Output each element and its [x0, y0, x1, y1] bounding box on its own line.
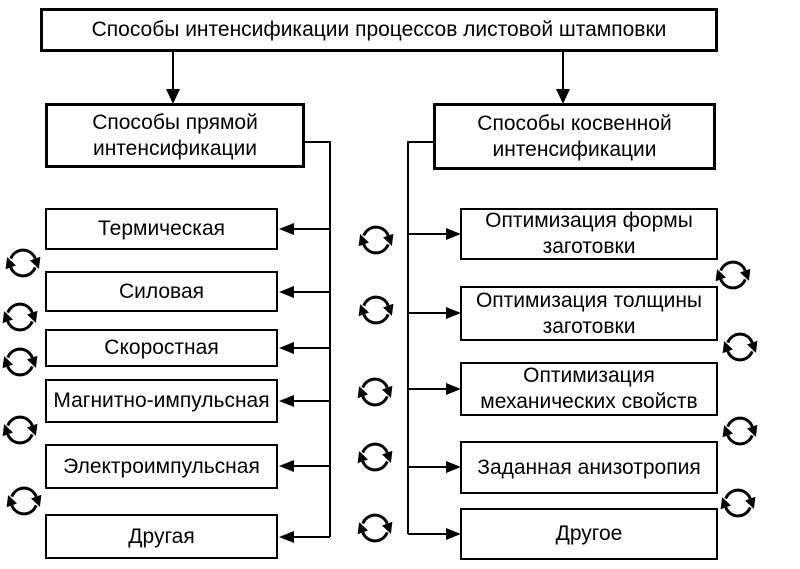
left-item-drugaya: Другая: [45, 514, 278, 559]
cycle-arrows-icon: [1, 347, 39, 377]
left-item-elektroimpulsnaya: Электроимпульсная: [45, 444, 278, 489]
cycle-arrows-icon: [4, 248, 42, 278]
cycle-arrows-icon: [357, 225, 395, 255]
right-item-zadannaya-anizotropiya: Заданная анизотропия: [460, 441, 718, 494]
left-item-silovaya: Силовая: [45, 271, 278, 312]
right-item-drugoe: Другое: [460, 508, 718, 560]
cycle-arrows-icon: [356, 442, 394, 472]
cycle-arrows-icon: [721, 416, 759, 446]
left-branch-header: Способы прямой интенсификации: [45, 103, 305, 168]
cycle-arrows-icon: [356, 513, 394, 543]
cycle-arrows-icon: [719, 488, 757, 518]
cycle-arrows-icon: [356, 377, 394, 407]
right-branch-header: Способы косвенной интенсификации: [433, 103, 716, 170]
right-item-optimizaciya-tolshchiny: Оптимизация толщины заготовки: [460, 286, 718, 341]
cycle-arrows-icon: [721, 332, 759, 362]
left-item-termicheskaya: Термическая: [45, 208, 278, 250]
cycle-arrows-icon: [5, 486, 43, 516]
cycle-arrows-icon: [357, 295, 395, 325]
cycle-arrows-icon: [1, 415, 39, 445]
cycle-arrows-icon: [714, 260, 752, 290]
left-item-magnitno-impulsnaya: Магнитно-импульсная: [45, 379, 278, 423]
right-item-optimizaciya-formy: Оптимизация формы заготовки: [460, 208, 718, 260]
left-item-skorostnaya: Скоростная: [45, 329, 278, 367]
diagram-title: Способы интенсификации процессов листово…: [40, 8, 718, 52]
right-item-optimizaciya-svoystv: Оптимизация механических свойств: [460, 362, 718, 416]
cycle-arrows-icon: [1, 302, 39, 332]
